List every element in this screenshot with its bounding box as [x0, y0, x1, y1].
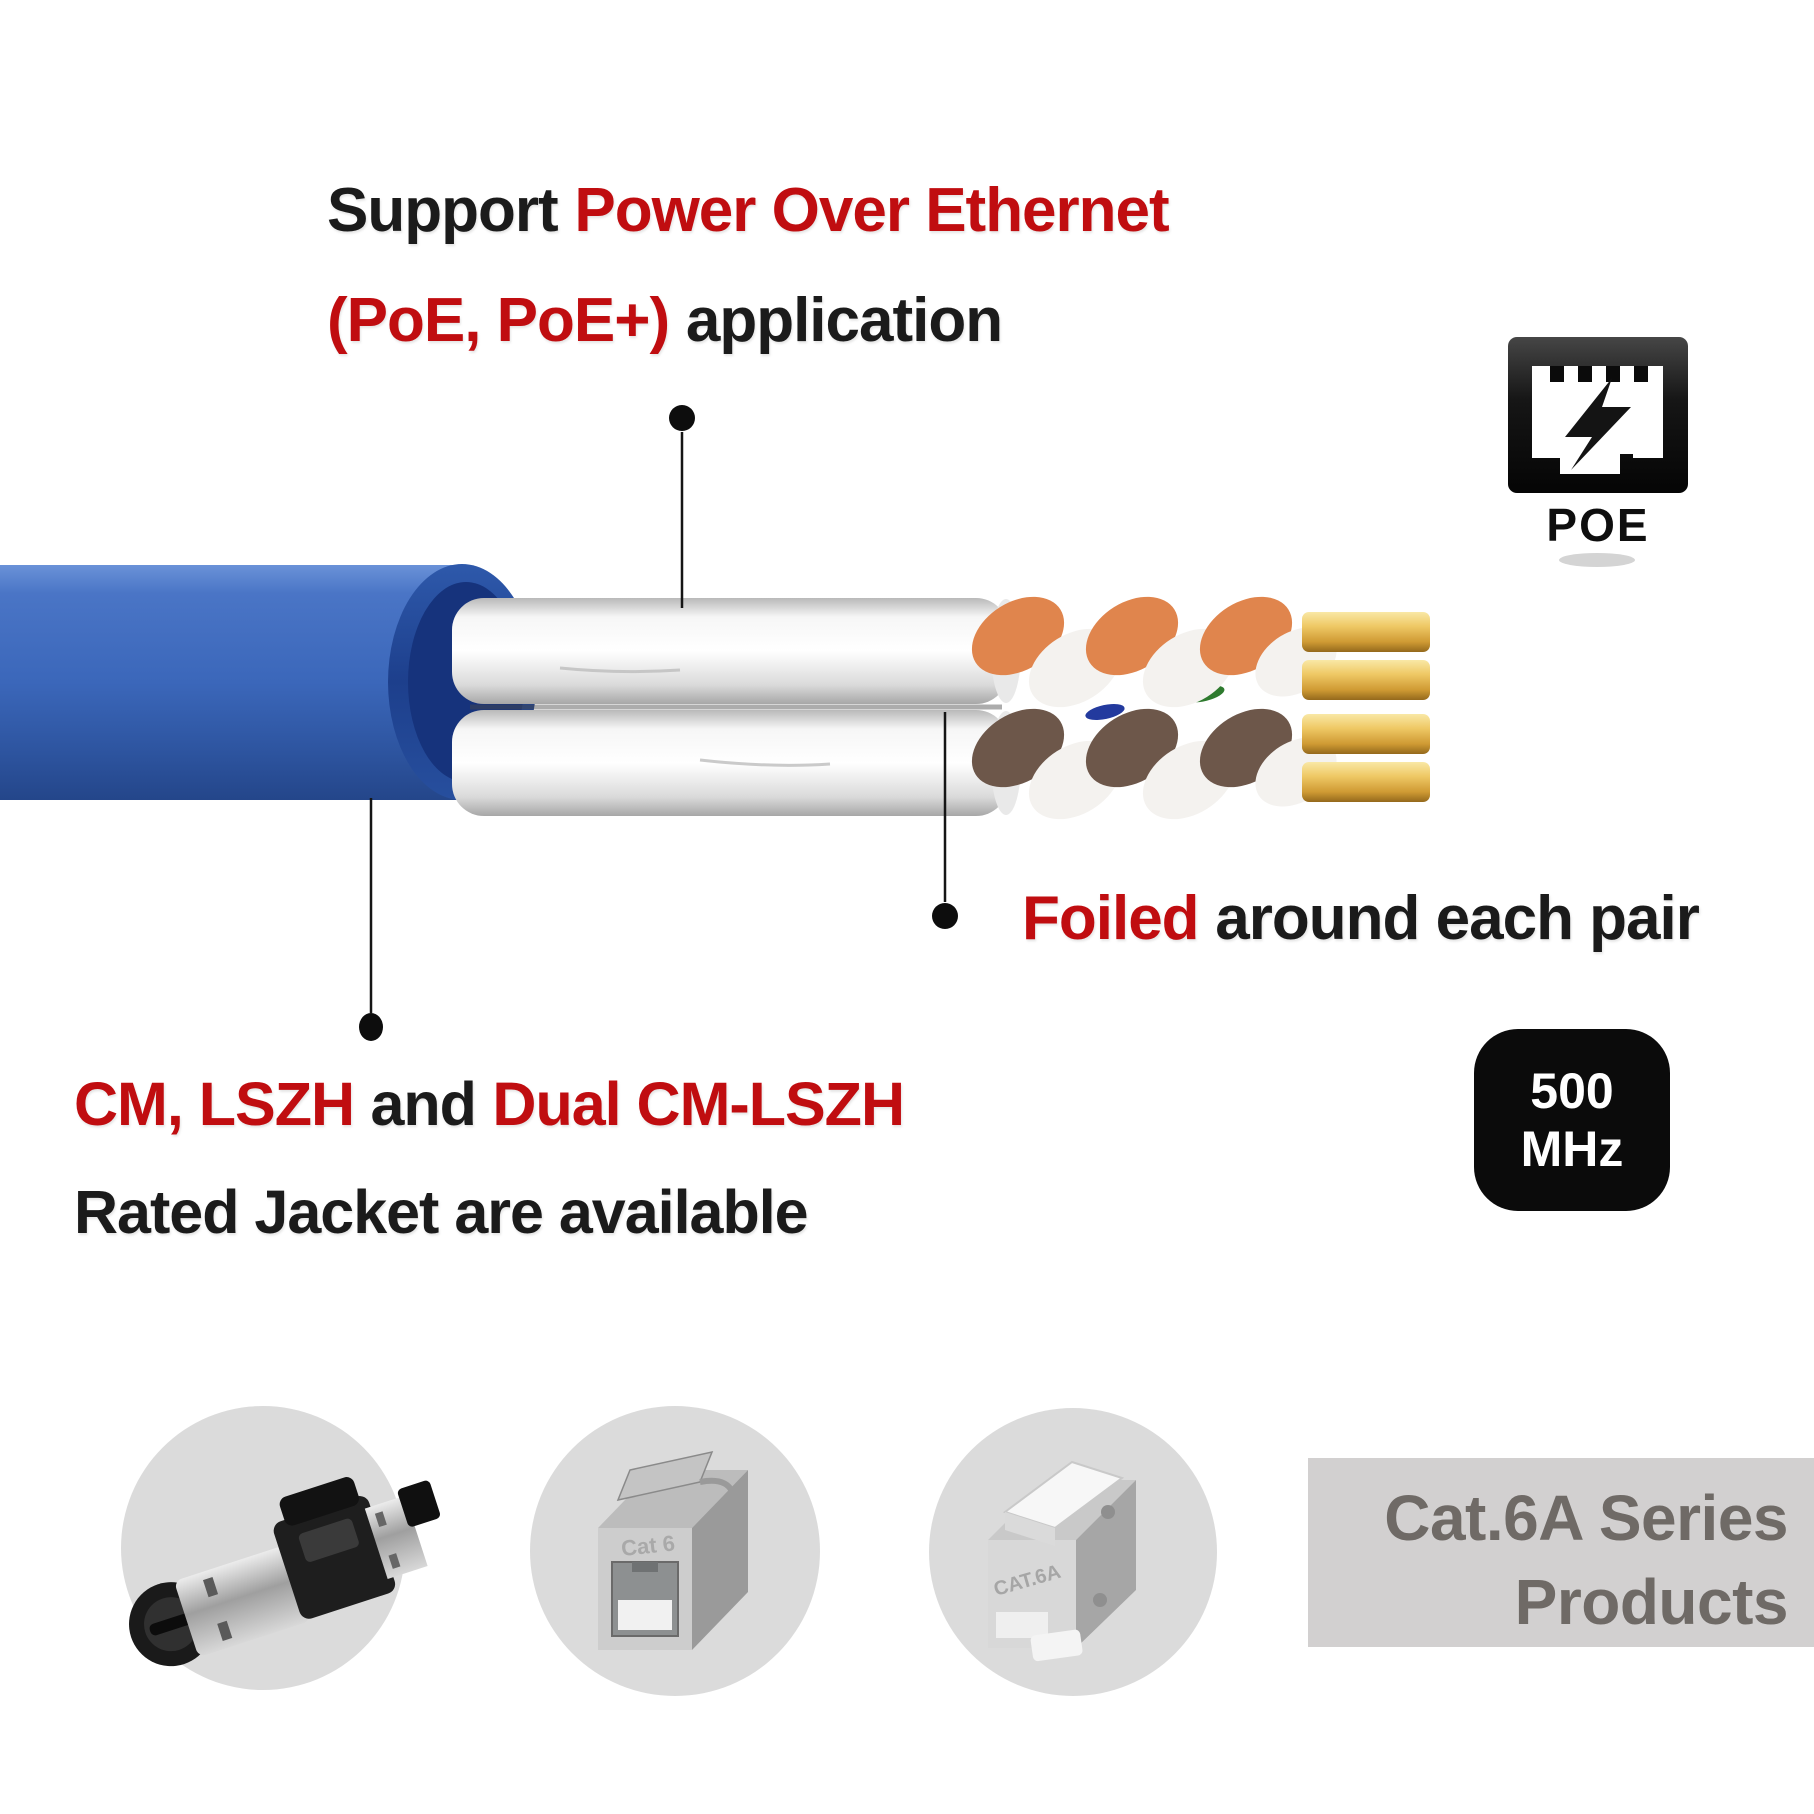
foiled-pair-top [452, 598, 1008, 704]
headline-line2: (PoE, PoE+)application [327, 286, 1003, 355]
shielded-keystone-jack-photo: CAT.6A [988, 1460, 1136, 1662]
port-pin-slot [1606, 366, 1620, 382]
jacket-and: and [370, 1070, 477, 1138]
foil-crease [699, 758, 831, 767]
poe-icon-shadow [1559, 553, 1635, 567]
headline-poe-abbrev: (PoE, PoE+) [327, 286, 670, 355]
port-pin-slot [1550, 366, 1564, 382]
headline-support: Support [327, 176, 559, 245]
series-line1: Cat.6A Series [1384, 1482, 1788, 1554]
port-pin-slot [1578, 366, 1592, 382]
rj45-port-lightning-icon [1508, 337, 1688, 567]
callout-dot-foiled [932, 903, 958, 929]
twisted-pair-orange-white [971, 596, 1337, 708]
badge-value: 500 [1530, 1063, 1614, 1119]
callout-dot-poe [669, 405, 695, 431]
foiled-rest: around each pair [1215, 884, 1700, 953]
callout-lines [369, 432, 947, 1013]
headline-application: application [685, 286, 1003, 355]
coupler-emboss-text: Cat 6 [620, 1530, 676, 1560]
headline-poe-red: Power Over Ethernet [574, 176, 1169, 245]
poe-icon-label: POE [1546, 499, 1650, 551]
lightning-bolt-icon [1565, 378, 1631, 470]
gold-conductors [1302, 612, 1430, 802]
foiled-word: Foiled [1022, 884, 1200, 953]
cable-cutaway-illustration [0, 564, 1430, 820]
inline-keystone-coupler-photo: Cat 6 [598, 1450, 748, 1650]
twisted-pair-brown-white [971, 708, 1337, 820]
port-pin-slot [1634, 366, 1648, 382]
jacket-cm-lszh: CM, LSZH [74, 1070, 355, 1138]
series-label-box: Cat.6A Series Products [1308, 1458, 1814, 1647]
field-termination-rj45-plug-photo [129, 1477, 440, 1667]
series-label-text: Cat.6A Series Products [1384, 1476, 1788, 1644]
callout-dot-jacket [359, 1013, 383, 1041]
jacket-callout-line2: Rated Jacket are available [74, 1178, 809, 1246]
blue-wire-hint [1085, 703, 1125, 721]
bandwidth-badge: 500 MHz [1474, 1029, 1670, 1211]
jacket-dual-cm-lszh: Dual CM-LSZH [492, 1070, 905, 1138]
series-line2: Products [1514, 1566, 1789, 1638]
cable-jacket-blue [0, 565, 462, 800]
badge-unit: MHz [1520, 1121, 1624, 1177]
foil-crease [559, 666, 681, 674]
